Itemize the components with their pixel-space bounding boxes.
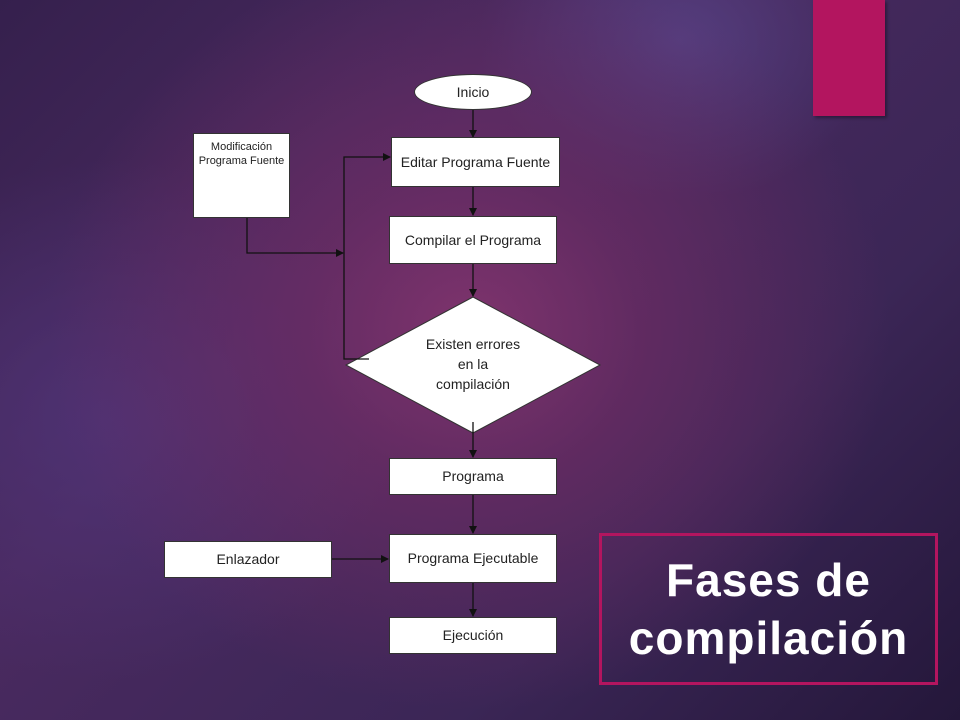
- decision-label: Existen errores en la compilación: [425, 336, 521, 392]
- slide-title: Fases de compilación: [628, 554, 909, 664]
- node-compilar: Compilar el Programa: [389, 216, 557, 264]
- node-enlazador: Enlazador: [164, 541, 332, 578]
- node-modificacion: Modificación Programa Fuente: [193, 133, 290, 218]
- node-editar-programa: Editar Programa Fuente: [391, 137, 560, 187]
- node-programa-ejecutable: Programa Ejecutable: [389, 534, 557, 583]
- title-box: Fases de compilación: [599, 533, 938, 685]
- arrow-modificacion-loop: [246, 217, 344, 257]
- node-ejecucion: Ejecución: [389, 617, 557, 654]
- node-programa: Programa: [389, 458, 557, 495]
- node-inicio: Inicio: [414, 74, 532, 110]
- arrow-loop-editar: [343, 153, 391, 360]
- accent-bar: [813, 0, 885, 116]
